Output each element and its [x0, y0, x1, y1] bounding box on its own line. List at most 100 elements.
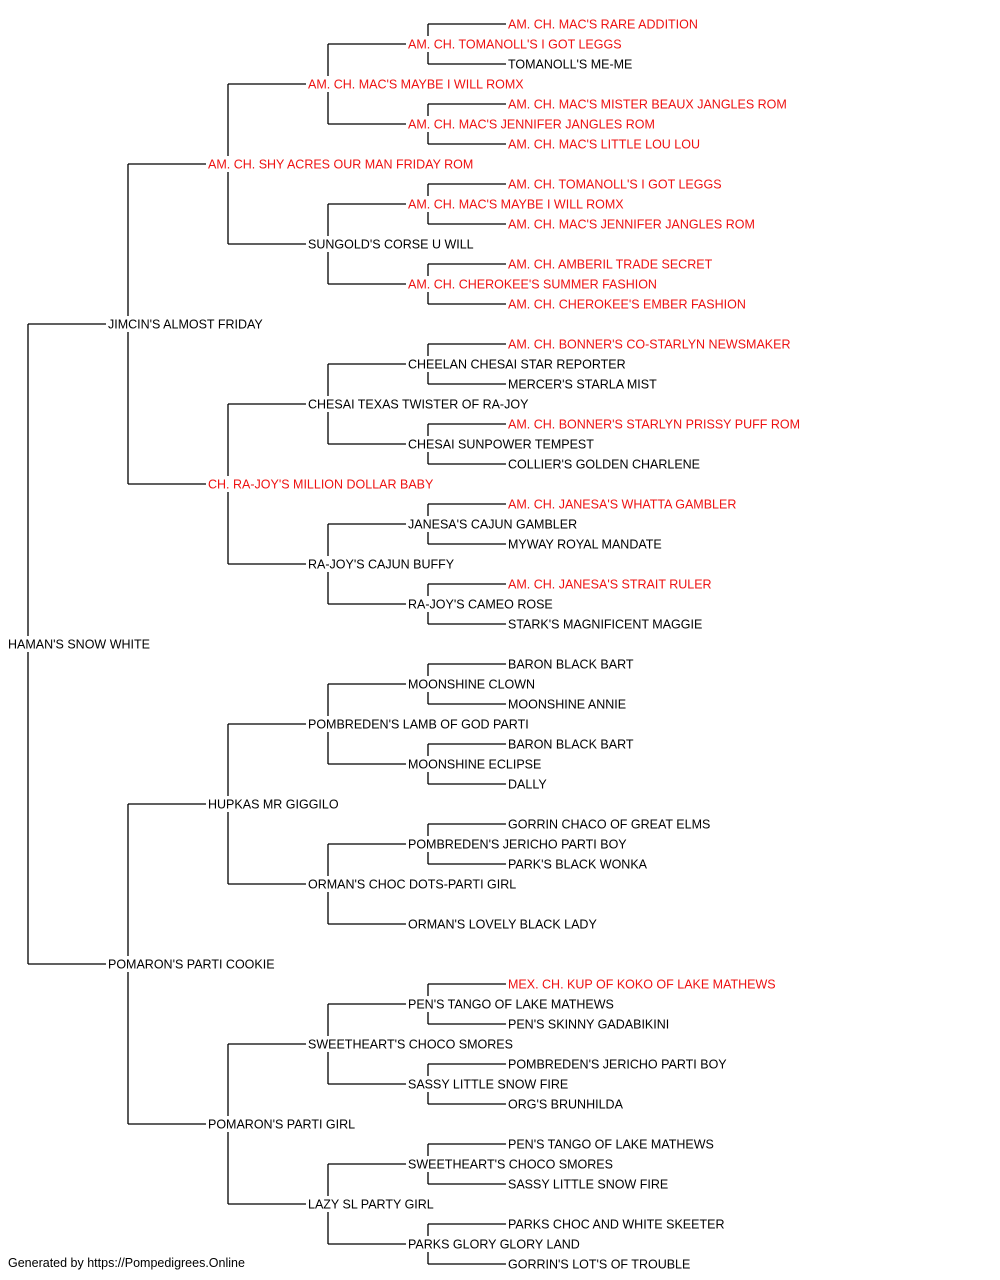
ancestor-name: MOONSHINE ECLIPSE	[408, 758, 541, 772]
name-backdrop	[507, 1136, 681, 1152]
name-backdrop	[507, 816, 675, 832]
connector-lines	[27, 23, 506, 1265]
ancestor-name: AM. CH. CHEROKEE'S EMBER FASHION	[508, 298, 746, 312]
name-backdrop	[307, 76, 506, 92]
ancestor-name: PEN'S SKINNY GADABIKINI	[508, 1018, 669, 1032]
name-backdrop	[307, 1196, 425, 1212]
ancestor-name: LAZY SL PARTY GIRL	[308, 1198, 434, 1212]
ancestor-name: STARK'S MAGNIFICENT MAGGIE	[508, 618, 702, 632]
name-backdrop	[407, 36, 599, 52]
name-backdrop	[207, 156, 437, 172]
name-backdrop	[407, 276, 618, 292]
ancestor-name: AM. CH. MAC'S MAYBE I WILL ROMX	[308, 78, 524, 92]
name-backdrop	[507, 536, 631, 552]
ancestor-name: AM. CH. CHEROKEE'S SUMMER FASHION	[408, 278, 657, 292]
name-backdrop	[507, 656, 613, 672]
name-backdrop	[407, 356, 587, 372]
ancestor-name: BARON BLACK BART	[508, 658, 634, 672]
name-backdrop	[507, 136, 687, 152]
name-backdrop	[507, 176, 699, 192]
ancestor-name: POMBREDEN'S JERICHO PARTI BOY	[408, 838, 627, 852]
name-backdrop	[207, 476, 412, 492]
ancestor-name: AM. CH. BONNER'S STARLYN PRISSY PUFF ROM	[508, 418, 800, 432]
name-backdrop	[507, 1056, 693, 1072]
ancestor-name: PARK'S BLACK WONKA	[508, 858, 648, 872]
ancestor-name: AM. CH. MAC'S RARE ADDITION	[508, 18, 698, 32]
ancestor-name: GORRIN'S LOT'S OF TROUBLE	[508, 1258, 690, 1272]
ancestor-name: SWEETHEART'S CHOCO SMORES	[408, 1158, 613, 1172]
ancestor-name: HAMAN'S SNOW WHITE	[8, 638, 150, 652]
name-backdrop	[407, 1236, 550, 1252]
ancestor-name: SASSY LITTLE SNOW FIRE	[408, 1078, 568, 1092]
ancestor-name: POMBREDEN'S LAMB OF GOD PARTI	[308, 718, 529, 732]
name-backdrop	[207, 796, 319, 812]
ancestor-name: JANESA'S CAJUN GAMBLER	[408, 518, 577, 532]
name-backdrop	[307, 876, 487, 892]
ancestor-name: DALLY	[508, 778, 547, 792]
name-backdrop	[507, 96, 749, 112]
name-backdrop	[407, 196, 606, 212]
ancestor-name: GORRIN CHACO OF GREAT ELMS	[508, 818, 710, 832]
ancestor-name: CH. RA-JOY'S MILLION DOLLAR BABY	[208, 478, 434, 492]
ancestor-name: AM. CH. MAC'S MISTER BEAUX JANGLES ROM	[508, 98, 787, 112]
name-backdrop	[407, 436, 556, 452]
ancestor-name: AM. CH. BONNER'S CO-STARLYN NEWSMAKER	[508, 338, 791, 352]
ancestor-name: POMARON'S PARTI COOKIE	[108, 958, 275, 972]
ancestor-name: AM. CH. AMBERIL TRADE SECRET	[508, 258, 713, 272]
name-backdrop	[307, 716, 493, 732]
ancestor-name: MOONSHINE ANNIE	[508, 698, 626, 712]
name-backdrop	[407, 1156, 568, 1172]
ancestor-name: RA-JOY'S CAJUN BUFFY	[308, 558, 455, 572]
name-backdrop	[307, 236, 450, 252]
ancestor-name: HUPKAS MR GIGGILO	[208, 798, 339, 812]
name-backdrop	[507, 1256, 668, 1272]
name-backdrop	[507, 496, 706, 512]
name-backdrop	[507, 976, 737, 992]
ancestor-name: AM. CH. MAC'S LITTLE LOU LOU	[508, 138, 700, 152]
name-backdrop	[507, 576, 693, 592]
ancestor-name: JIMCIN'S ALMOST FRIDAY	[108, 318, 263, 332]
ancestor-name: MERCER'S STARLA MIST	[508, 378, 657, 392]
name-backdrop	[107, 956, 250, 972]
name-backdrop	[307, 396, 499, 412]
name-backdrop	[507, 216, 724, 232]
ancestor-name: AM. CH. JANESA'S STRAIT RULER	[508, 578, 712, 592]
ancestor-name: CHESAI TEXAS TWISTER OF RA-JOY	[308, 398, 529, 412]
name-backdrop	[407, 916, 568, 932]
ancestor-name: SWEETHEART'S CHOCO SMORES	[308, 1038, 513, 1052]
name-backdrop	[507, 1016, 656, 1032]
name-backdrop	[507, 256, 687, 272]
name-backdrop	[307, 1036, 468, 1052]
name-backdrop	[507, 736, 613, 752]
name-backdrop	[507, 1176, 650, 1192]
ancestor-name: POMBREDEN'S JERICHO PARTI BOY	[508, 1058, 727, 1072]
ancestor-name: PEN'S TANGO OF LAKE MATHEWS	[508, 1138, 714, 1152]
name-backdrop	[507, 416, 761, 432]
ancestor-name: ORG'S BRUNHILDA	[508, 1098, 624, 1112]
ancestor-name: AM. CH. TOMANOLL'S I GOT LEGGS	[408, 38, 622, 52]
ancestor-name: POMARON'S PARTI GIRL	[208, 1118, 355, 1132]
name-backdrop	[7, 636, 125, 652]
name-backdrop	[407, 1076, 550, 1092]
name-backdrop	[407, 516, 550, 532]
name-backdrop	[207, 1116, 337, 1132]
name-backdrop	[307, 556, 437, 572]
name-backdrop	[407, 756, 519, 772]
ancestor-name: MEX. CH. KUP OF KOKO OF LAKE MATHEWS	[508, 978, 776, 992]
name-backdrop	[507, 456, 668, 472]
ancestor-name: ORMAN'S CHOC DOTS-PARTI GIRL	[308, 878, 516, 892]
name-backdrop	[507, 1216, 687, 1232]
name-backdrop	[507, 1096, 606, 1112]
ancestor-name: CHEELAN CHESAI STAR REPORTER	[408, 358, 626, 372]
ancestor-name: BARON BLACK BART	[508, 738, 634, 752]
ancestor-names: HAMAN'S SNOW WHITE JIMCIN'S ALMOST FRIDAY…	[7, 16, 800, 1272]
name-backdrop	[407, 836, 593, 852]
name-backdrop	[507, 616, 675, 632]
name-backdrop	[107, 316, 250, 332]
name-backdrop	[407, 596, 531, 612]
name-backdrop	[507, 856, 625, 872]
name-backdrop	[507, 776, 544, 792]
name-backdrop	[507, 16, 681, 32]
ancestor-name: AM. CH. MAC'S JENNIFER JANGLES ROM	[508, 218, 755, 232]
